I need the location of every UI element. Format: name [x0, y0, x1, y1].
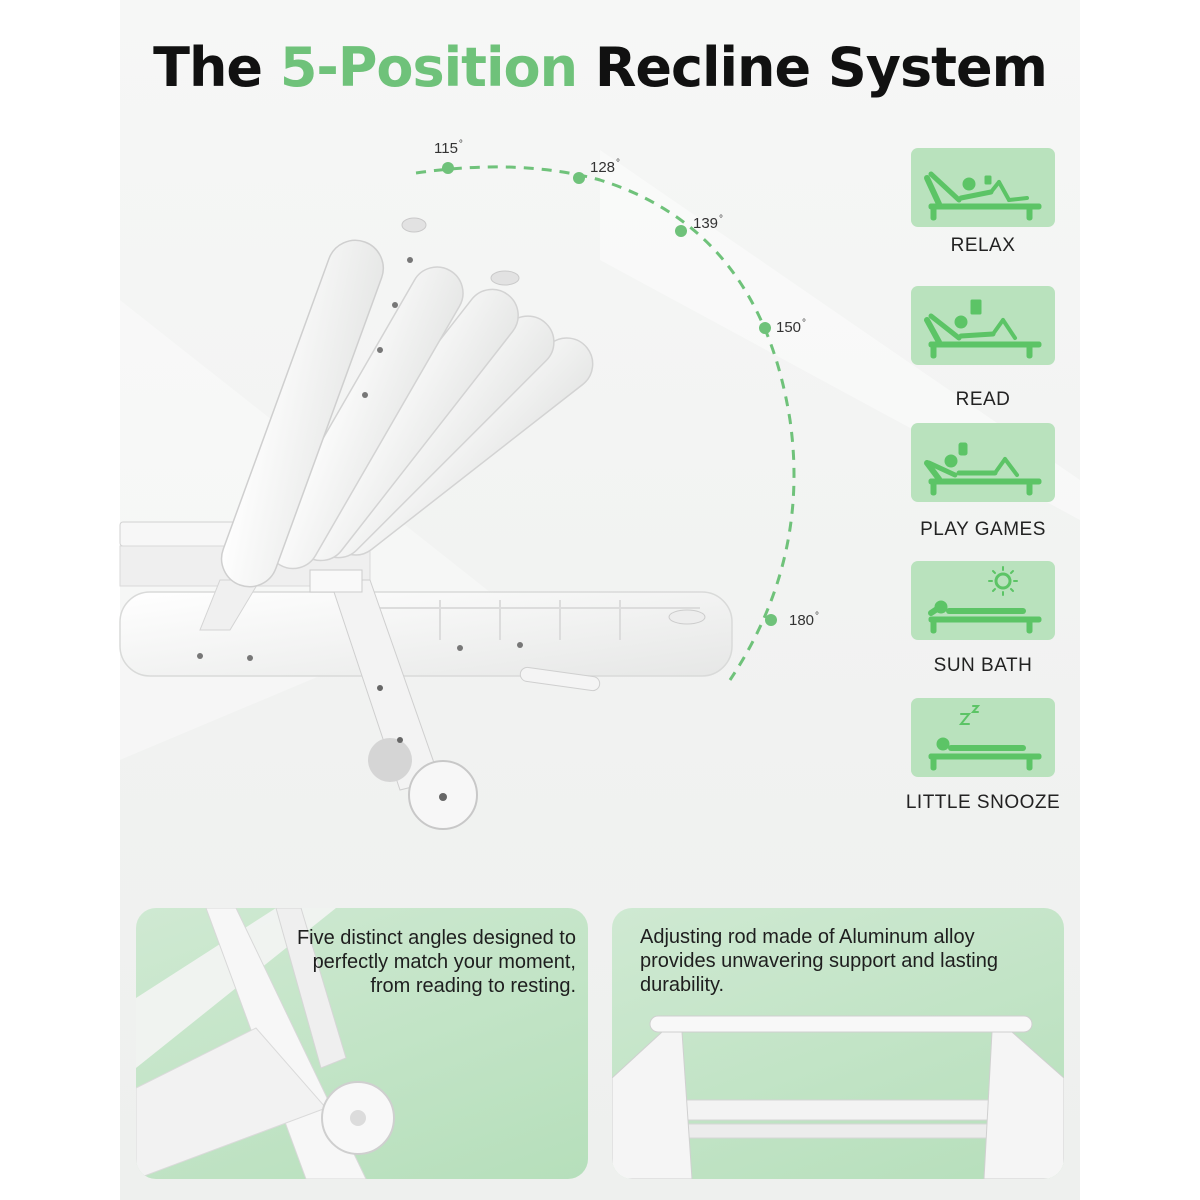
chair-leg-wheel: [199, 569, 478, 830]
title-suffix: Recline System: [577, 36, 1048, 99]
feature-panel-angles: Five distinct angles designed to perfect…: [136, 908, 588, 1179]
angle-marker-180: [765, 614, 777, 626]
lounger-adjusting-rod-closeup: [612, 1015, 1064, 1179]
position-label-relax: RELAX: [950, 235, 1016, 256]
angle-marker-128: [573, 172, 585, 184]
position-label-sun-bath: SUN BATH: [933, 655, 1033, 676]
feature-text-angles: Five distinct angles designed to perfect…: [296, 927, 576, 997]
feature-panel-rod: Adjusting rod made of Aluminum alloy pro…: [612, 908, 1064, 1179]
title-prefix: The: [153, 36, 280, 99]
chair-seat: [119, 591, 733, 692]
feature-text-rod: Adjusting rod made of Aluminum alloy pro…: [640, 926, 998, 996]
angle-label-180: 180°: [789, 611, 820, 629]
recline-angle-arc: [415, 162, 796, 681]
position-label-read: READ: [955, 389, 1011, 410]
position-card-relax: [911, 148, 1055, 227]
reclining-person-relax-icon: [924, 171, 1042, 221]
page-title: The 5-Position Recline System: [0, 36, 1200, 99]
angle-marker-139: [675, 225, 687, 237]
position-card-sun-bath: [911, 561, 1055, 640]
position-label-little-snooze: LITTLE SNOOZE: [905, 792, 1061, 813]
angle-label-150: 150°: [776, 318, 807, 336]
lounger-wheel-closeup: [136, 908, 395, 1179]
position-card-play-games: [911, 423, 1055, 502]
backrest-position-115: [220, 217, 427, 588]
title-accent: 5-Position: [279, 36, 578, 99]
reclining-person-reading-icon: [924, 299, 1042, 359]
angle-label-115: 115°: [434, 139, 463, 157]
angle-label-139: 139°: [693, 214, 724, 232]
reclining-person-gaming-icon: [924, 442, 1042, 496]
angle-marker-150: [759, 322, 771, 334]
angle-marker-115: [442, 162, 454, 174]
position-card-little-snooze: [911, 698, 1055, 777]
angle-label-128: 128°: [590, 158, 621, 176]
sleeping-person-zz-icon: [928, 705, 1042, 771]
position-label-play-games: PLAY GAMES: [920, 519, 1046, 540]
sunbathing-person-sun-icon: [928, 566, 1042, 634]
position-card-read: [911, 286, 1055, 365]
